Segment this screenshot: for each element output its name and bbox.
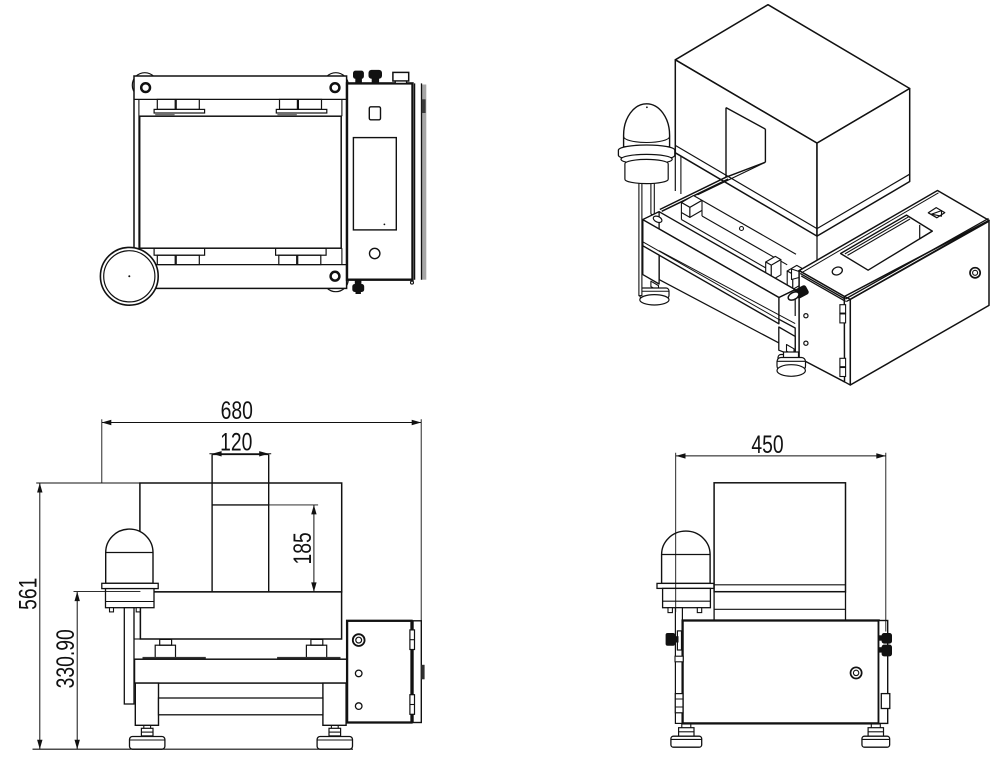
svg-text:680: 680 bbox=[221, 397, 253, 425]
svg-text:330.90: 330.90 bbox=[52, 629, 80, 688]
svg-text:450: 450 bbox=[751, 431, 783, 459]
svg-text:561: 561 bbox=[14, 578, 42, 610]
svg-text:185: 185 bbox=[288, 532, 316, 564]
svg-text:120: 120 bbox=[220, 428, 252, 456]
